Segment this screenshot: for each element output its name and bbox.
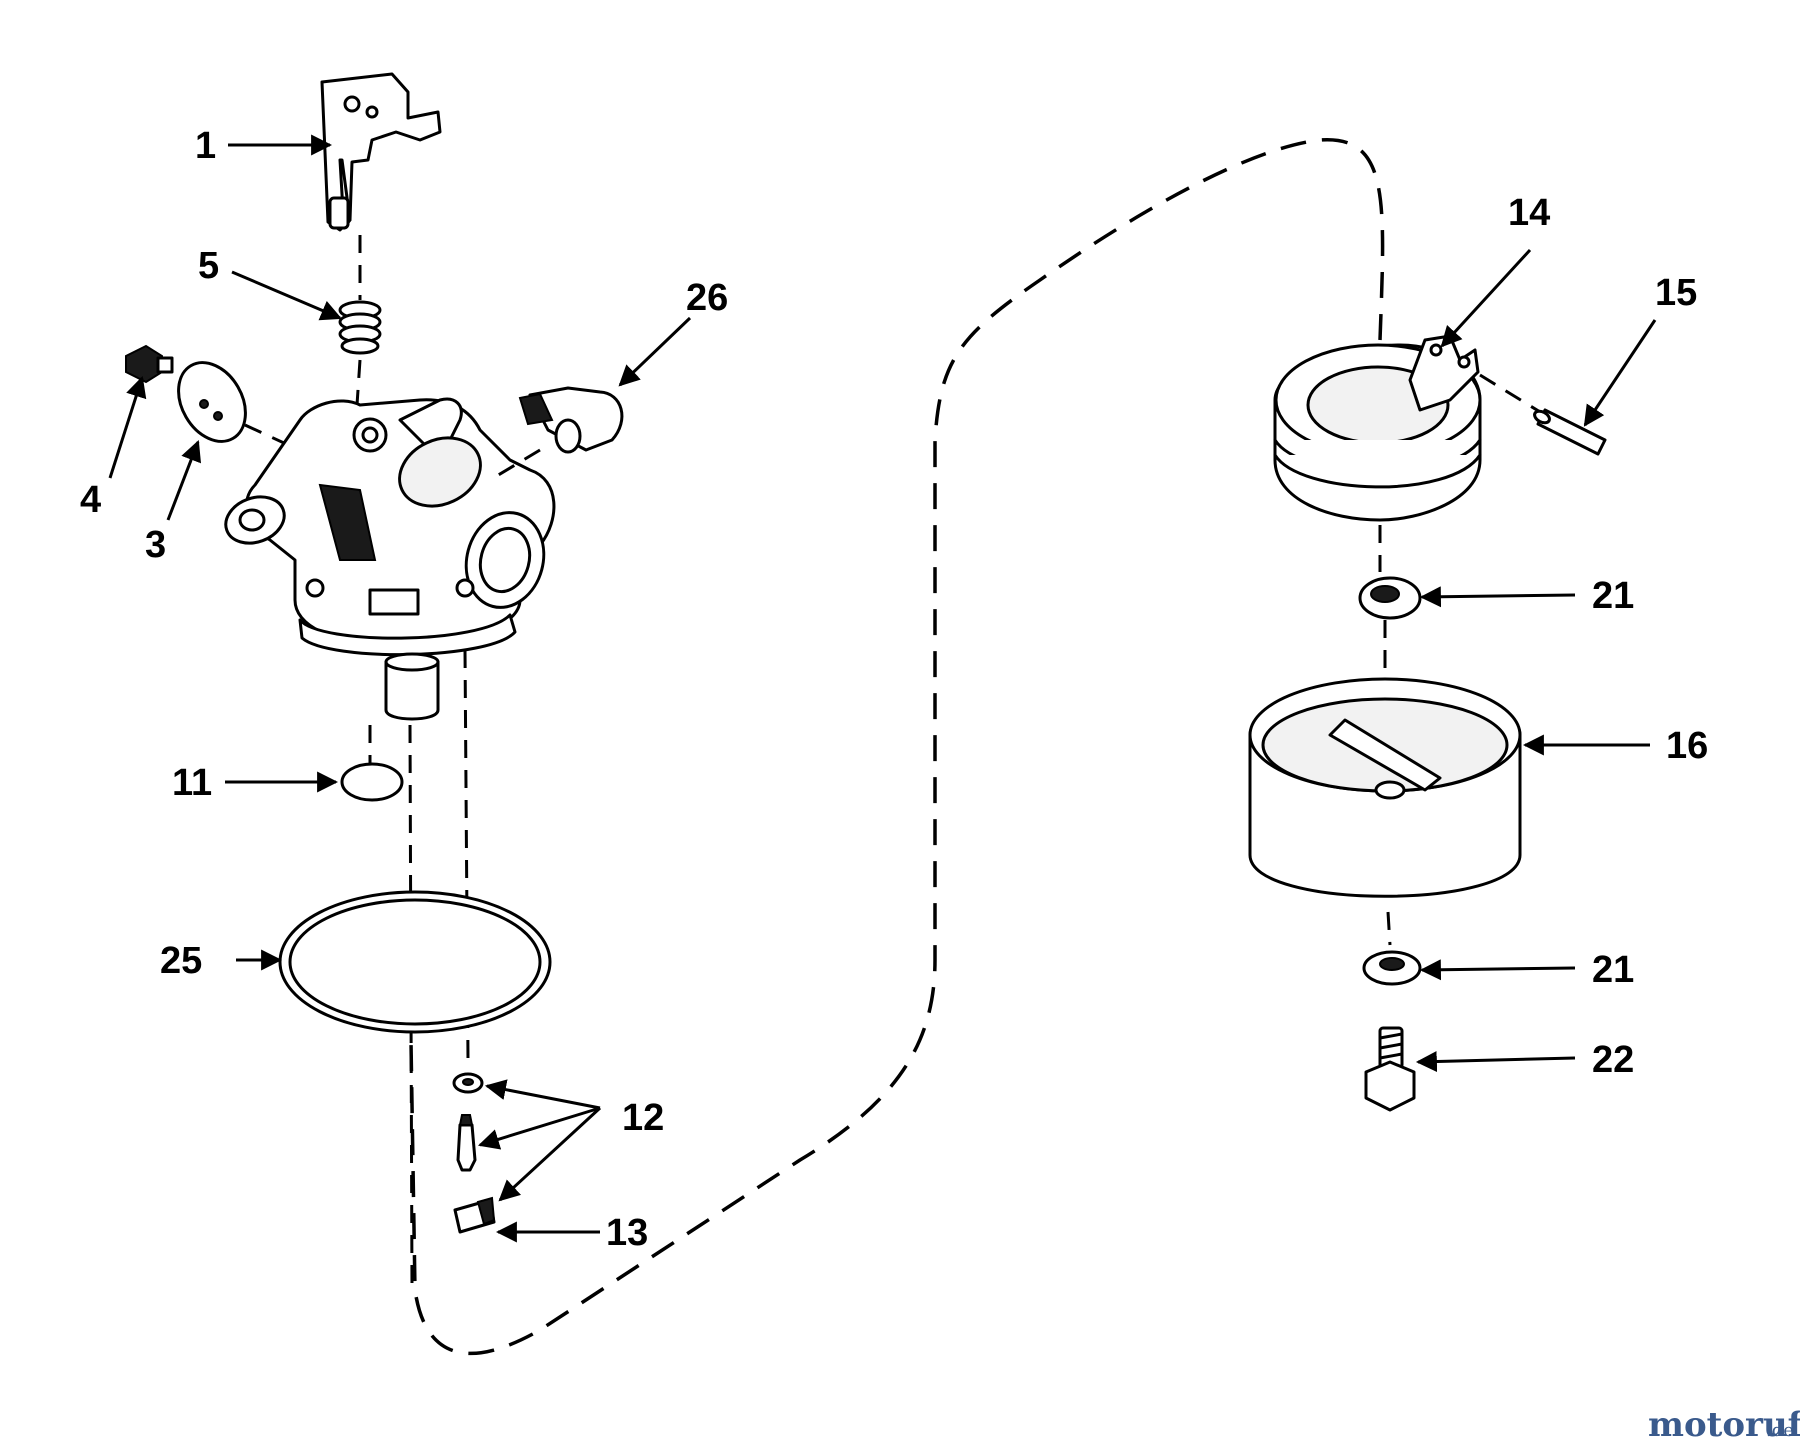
part-1-throttle-shaft (320, 72, 442, 232)
callout-26: 26 (686, 277, 728, 319)
part-12-needle-assembly (452, 1072, 484, 1172)
part-15-pin (1533, 408, 1607, 456)
part-11-disc (340, 762, 404, 802)
part-25-gasket (278, 890, 552, 1034)
callout-1: 1 (195, 125, 216, 167)
callout-13: 13 (606, 1212, 648, 1254)
callout-3: 3 (145, 524, 166, 566)
part-26-fuel-fitting (518, 386, 624, 454)
carburetor-body (224, 397, 556, 721)
callout-25: 25 (160, 940, 202, 982)
callout-11: 11 (172, 762, 212, 804)
part-16-float-bowl (1248, 677, 1522, 898)
assembly-connection-dashed-line (408, 138, 1385, 1356)
callout-4: 4 (80, 479, 101, 521)
part-21-seal-upper (1358, 576, 1422, 620)
watermark-logo: motoruf .de (1648, 1405, 1800, 1445)
callout-15: 15 (1655, 272, 1697, 314)
callout-14: 14 (1508, 192, 1550, 234)
watermark-domain: .de (1766, 1420, 1794, 1441)
part-4-screw (125, 344, 174, 384)
part-5-spring (338, 300, 382, 355)
part-14-float (1273, 334, 1482, 522)
callout-21-lower: 21 (1592, 949, 1634, 991)
watermark-brand: motoruf (1648, 1405, 1800, 1445)
callout-22: 22 (1592, 1039, 1634, 1081)
part-22-drain-screw (1364, 1026, 1416, 1112)
callout-5: 5 (198, 245, 219, 287)
callout-12: 12 (622, 1097, 664, 1139)
callout-21-upper: 21 (1592, 575, 1634, 617)
part-3-plate (177, 361, 247, 443)
part-13-clip (453, 1196, 496, 1234)
callout-16: 16 (1666, 725, 1708, 767)
leader-arrows (108, 134, 1657, 1243)
part-21-seal-lower (1362, 950, 1422, 986)
